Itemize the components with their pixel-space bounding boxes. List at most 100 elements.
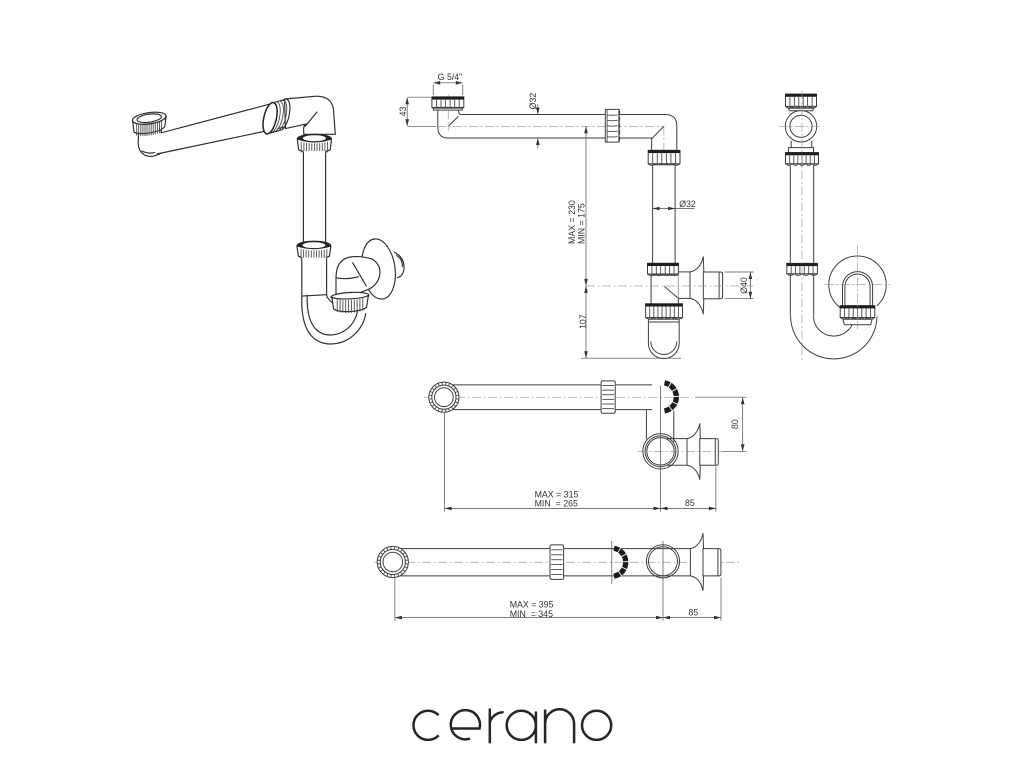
- logo-letter-stroke: [580, 709, 613, 742]
- dim-label: 85: [685, 498, 695, 508]
- dimension-arrow: [444, 506, 452, 511]
- dimension-arrow: [740, 444, 745, 452]
- knurl-line: [437, 408, 440, 412]
- component-outline: [131, 111, 167, 125]
- dim-label: 107: [578, 314, 588, 329]
- contour-line: [393, 251, 405, 279]
- component-outline: [699, 438, 719, 466]
- dim-label: MIN = 265: [535, 499, 578, 509]
- nut-dark-band: [647, 262, 679, 266]
- persp-vertical-pipe: [302, 151, 327, 242]
- knurl-notch: [621, 566, 628, 571]
- contour-line: [651, 126, 665, 139]
- dimension-arrow: [405, 97, 409, 105]
- contour-line: [279, 98, 291, 131]
- logo-letter-stroke: [505, 709, 538, 742]
- component-outline: [702, 271, 724, 300]
- top-b-dimensions: MAX = 395 MIN = 345 85: [394, 541, 722, 621]
- contour-line: [382, 551, 404, 573]
- front-elbow-nut: [647, 149, 681, 166]
- knurl-line: [450, 384, 454, 388]
- component-fill: [302, 242, 326, 249]
- dim-label: Ø32: [528, 93, 538, 110]
- nut-dark-band: [431, 96, 465, 100]
- knurl-line: [400, 549, 403, 553]
- nut-dark-band: [645, 303, 683, 307]
- view-top-straight: MAX = 395 MIN = 345 85: [374, 533, 739, 621]
- front-dimensions: G 5/4" 43 Ø32 MAX = 230 MIN = 175 107 Ø3…: [398, 72, 754, 359]
- component-fill: [790, 315, 877, 359]
- top-a-dimensions: 80 MAX = 315 MIN = 265 85: [444, 385, 747, 512]
- knurl-line: [454, 401, 459, 404]
- front-trap-cup: [647, 318, 680, 360]
- contour-line: [618, 109, 621, 143]
- front-tee-body: [650, 271, 691, 305]
- contour-line: [136, 113, 162, 124]
- dim-label: 43: [398, 107, 408, 117]
- dimension-arrow: [663, 615, 670, 620]
- dim-label: 80: [730, 419, 740, 429]
- contour-line: [790, 315, 878, 360]
- component-outline: [647, 318, 680, 360]
- component-outline: [432, 107, 463, 111]
- contour-line: [266, 129, 280, 135]
- front-outlet-stub: [702, 271, 724, 300]
- dimension-arrow: [656, 615, 663, 620]
- persp-outlet-stub: [393, 251, 405, 279]
- component-outline: [437, 109, 678, 151]
- knurl-line: [434, 406, 437, 410]
- contour-line: [304, 111, 318, 128]
- contour-line: [301, 295, 367, 345]
- front-wall-rosette: [689, 256, 705, 315]
- dimension-arrow: [584, 278, 588, 286]
- component-fill: [302, 135, 326, 142]
- component-outline: [600, 380, 616, 414]
- top-a-inlet-ring: [428, 381, 460, 413]
- component-outline: [702, 548, 722, 577]
- knurl-line: [450, 406, 454, 410]
- knurl-line: [434, 384, 437, 388]
- nut-ring-plan: [613, 545, 629, 579]
- dimension-arrow: [405, 119, 409, 127]
- dimension-arrow: [714, 615, 721, 620]
- knurl-line: [431, 387, 435, 391]
- persp-outlet-nut: [330, 291, 370, 313]
- contour-line: [306, 294, 359, 336]
- component-fill: [678, 271, 691, 299]
- contour-line: [431, 384, 457, 410]
- component-fill: [301, 294, 366, 345]
- knurl-line: [453, 387, 457, 391]
- contour-line: [335, 276, 359, 280]
- front-sliding-nut: [604, 108, 621, 143]
- component-outline: [689, 256, 705, 315]
- view-perspective: [131, 95, 405, 345]
- logo-letter-stroke: [412, 709, 440, 742]
- knurl-notch: [617, 547, 622, 553]
- dim-label: 85: [688, 607, 698, 617]
- knurl-line: [437, 383, 440, 387]
- knurl-line: [429, 390, 433, 394]
- dimension-arrow: [536, 107, 540, 115]
- dimension-arrow: [748, 291, 753, 299]
- knurl-notch: [668, 405, 673, 412]
- logo-cerano: cerano: [412, 708, 613, 744]
- persp-sliding-nut: [262, 98, 291, 135]
- dimension-arrow: [584, 351, 588, 359]
- component-outline: [650, 274, 679, 305]
- contour-line: [141, 150, 156, 154]
- dimension-arrow: [536, 138, 540, 145]
- component-outline: [842, 271, 874, 307]
- persp-outlet-elbow: [335, 256, 381, 295]
- component-fill: [156, 100, 286, 154]
- dimension-arrow: [584, 126, 588, 134]
- dimension-arrow: [748, 272, 753, 279]
- knurl-line: [448, 408, 451, 412]
- dimension-arrow: [455, 81, 463, 85]
- dim-label: MIN = 175: [577, 203, 587, 244]
- view-side: [779, 90, 891, 361]
- view-front: G 5/4" 43 Ø32 MAX = 230 MIN = 175 107 Ø3…: [398, 72, 754, 360]
- component-outline: [549, 544, 565, 580]
- front-vertical-pipe: [652, 164, 676, 265]
- persp-elbow: [284, 95, 336, 135]
